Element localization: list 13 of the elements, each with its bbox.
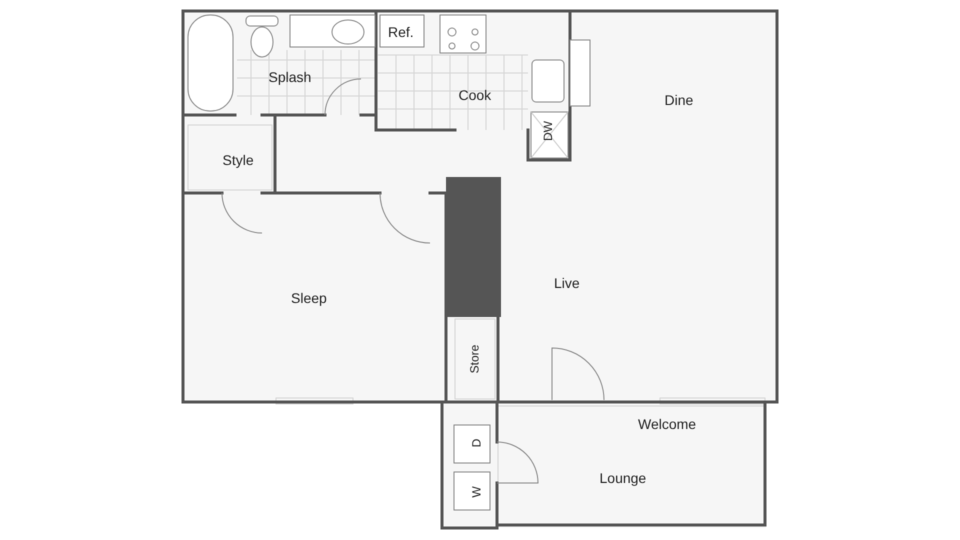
room-label: Sleep <box>291 291 327 305</box>
room-label: Live <box>554 276 580 290</box>
room-label: Splash <box>268 70 312 84</box>
room-label: W <box>470 486 482 498</box>
room-label: Ref. <box>388 25 414 39</box>
room-label: Style <box>222 153 254 167</box>
room-label: DW <box>542 121 554 141</box>
room-label: Dine <box>664 93 694 107</box>
room-label: D <box>470 438 482 448</box>
room-label: Cook <box>458 88 492 102</box>
room-label: Store <box>468 344 480 374</box>
room-label: Welcome <box>638 417 696 431</box>
room-label: Lounge <box>600 471 646 485</box>
